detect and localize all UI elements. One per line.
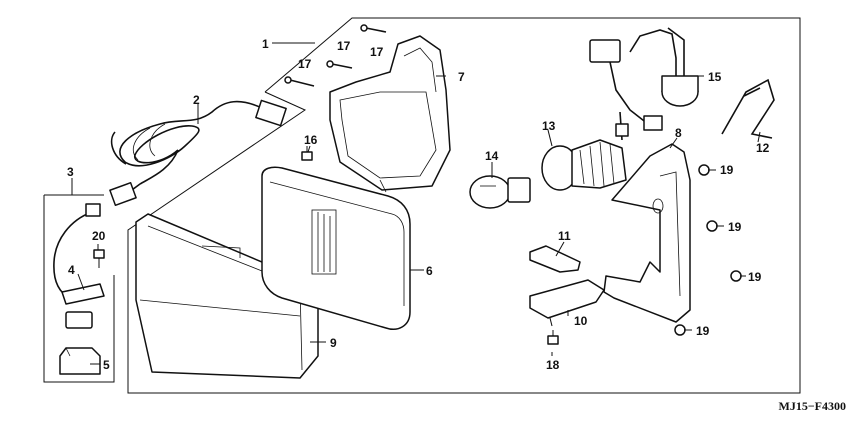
- side-cover-drawing: [603, 143, 691, 323]
- screw-16-drawing: [301, 146, 313, 161]
- wire-harness-drawing: [109, 99, 287, 207]
- callout-17b: 17: [337, 39, 351, 53]
- lens-cover-drawing: [135, 213, 319, 379]
- callout-14: 14: [485, 149, 499, 163]
- spring-clip-drawing: [721, 78, 775, 139]
- callout-16: 16: [304, 133, 318, 147]
- callout-2: 2: [193, 93, 200, 107]
- callout-17a: 17: [370, 45, 384, 59]
- callout-10: 10: [574, 314, 588, 328]
- callout-17c: 17: [298, 57, 312, 71]
- callout-19d: 19: [696, 324, 710, 338]
- callout-3: 3: [67, 165, 74, 179]
- brackets-drawing: [529, 245, 605, 327]
- callout-19a: 19: [720, 163, 734, 177]
- callout-8: 8: [675, 126, 682, 140]
- screw-20-drawing: [93, 249, 105, 268]
- lens-drawing: [261, 166, 411, 330]
- callout-9: 9: [330, 336, 337, 350]
- housing-drawing: [329, 35, 451, 193]
- drawing-code: MJ15−F4300: [779, 399, 847, 413]
- assembly-outline: [43, 17, 801, 394]
- callout-18: 18: [546, 358, 560, 372]
- callout-15: 15: [708, 70, 722, 84]
- relay-unit-drawing: [589, 27, 699, 141]
- callout-11: 11: [558, 229, 571, 243]
- bulb-drawing: [469, 175, 531, 209]
- callout-19c: 19: [748, 270, 762, 284]
- bolts-17-drawing: [284, 24, 387, 87]
- callout-12: 12: [756, 141, 770, 155]
- callout-6: 6: [426, 264, 433, 278]
- callout-20: 20: [92, 229, 106, 243]
- sub-harness-drawing: [53, 203, 105, 375]
- screw-18-drawing: [547, 330, 559, 345]
- callout-labels: 1 2 3 4 5 6 7 8 9 10 11 12 13 14 15 16 1…: [67, 37, 770, 372]
- callout-5: 5: [103, 358, 110, 372]
- callout-1: 1: [262, 37, 269, 51]
- callout-7: 7: [458, 70, 465, 84]
- callout-4: 4: [68, 263, 75, 277]
- callout-19b: 19: [728, 220, 742, 234]
- callout-13: 13: [542, 119, 556, 133]
- socket-drawing: [541, 139, 627, 191]
- leader-lines: [71, 75, 761, 365]
